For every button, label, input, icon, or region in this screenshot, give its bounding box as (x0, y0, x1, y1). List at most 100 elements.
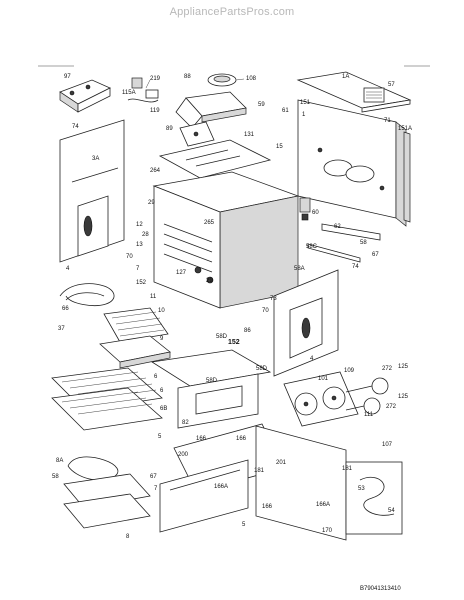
callout-264: 264 (150, 168, 161, 174)
callout-152b: 152 (228, 339, 240, 346)
callout-152a: 152 (136, 280, 147, 286)
callout-71: 71 (384, 118, 391, 124)
callout-74b: 74 (352, 264, 359, 270)
part-107-convection-assembly[interactable] (283, 371, 359, 427)
callout-166b: 166 (236, 436, 247, 442)
callout-272b: 272 (386, 404, 397, 410)
callout-166a2: 166A (214, 484, 228, 490)
callout-3a: 3A (92, 156, 99, 162)
callout-58c: 58C (306, 244, 318, 250)
callout-119: 119 (150, 108, 160, 114)
callout-58: 58 (360, 240, 367, 246)
part-181-kick-panel[interactable] (159, 459, 249, 533)
part-10-broil-pan-insert[interactable] (103, 307, 169, 343)
callout-70a: 70 (126, 254, 133, 260)
callout-272a: 272 (382, 366, 393, 372)
callout-58d-1: 58D (216, 334, 228, 340)
callout-89: 89 (166, 126, 173, 132)
callout-53: 53 (358, 486, 365, 492)
callout-201: 201 (276, 460, 287, 466)
diagram-code: B79041313410 (360, 586, 401, 592)
callout-125b: 125 (398, 394, 409, 400)
part-131-top-panel[interactable] (158, 139, 272, 179)
callout-86: 86 (244, 328, 251, 334)
part-82-warming-drawer[interactable] (150, 349, 272, 429)
part-58c-rail[interactable] (307, 223, 381, 263)
callout-181b: 181 (342, 466, 353, 472)
callout-8b: 8 (126, 534, 130, 540)
part-89-bracket[interactable] (179, 121, 215, 147)
part-151a-strip[interactable] (403, 131, 411, 223)
part-71-control-panel[interactable] (297, 99, 407, 227)
callout-4a: 4 (66, 266, 70, 272)
callout-101: 101 (318, 376, 329, 382)
callout-125a: 125 (398, 364, 409, 370)
callout-60: 60 (312, 210, 319, 216)
callout-97: 97 (64, 74, 71, 80)
part-109-fan-motor[interactable] (345, 377, 389, 415)
callout-74a: 74 (72, 124, 79, 130)
callout-29: 29 (148, 200, 155, 206)
callout-67: 67 (372, 252, 379, 258)
callout-37: 37 (58, 326, 65, 332)
callout-107: 107 (382, 442, 393, 448)
callout-166a3: 166A (316, 502, 330, 508)
callout-66: 66 (62, 306, 69, 312)
callout-170: 170 (322, 528, 333, 534)
callout-166c: 166 (262, 504, 273, 510)
callout-6b-label: 6B (160, 406, 167, 412)
callout-5b: 5 (242, 522, 246, 528)
callout-5: 5 (158, 434, 162, 440)
part-108-convection-fan[interactable] (207, 73, 245, 87)
callout-70b: 70 (262, 308, 269, 314)
part-3a-side-panel[interactable] (59, 119, 125, 263)
callout-6a: 6 (154, 374, 158, 380)
part-70-door-panel[interactable] (273, 269, 339, 377)
callout-4b: 4 (310, 356, 314, 362)
callout-58d-2: 58D (206, 378, 218, 384)
callout-12: 12 (136, 222, 143, 228)
callout-67b: 67 (150, 474, 157, 480)
callout-58a: 58A (294, 266, 305, 272)
callout-131: 131 (244, 132, 255, 138)
callout-151: 151 (300, 100, 311, 106)
callout-151a: 151A (398, 126, 412, 132)
part-57-vent-grille[interactable] (363, 87, 385, 103)
callout-108: 108 (246, 76, 257, 82)
callout-1: 1 (302, 112, 306, 118)
callout-8a: 8A (56, 458, 63, 464)
part-9-broil-pan[interactable] (99, 335, 171, 369)
callout-88: 88 (184, 74, 191, 80)
part-97-bracket[interactable] (59, 79, 111, 113)
part-60-bracket[interactable] (299, 197, 311, 221)
callout-115a: 115A (122, 90, 136, 96)
callout-15: 15 (276, 144, 283, 150)
callout-58b: 58 (52, 474, 59, 480)
part-66-broil-element[interactable] (59, 283, 115, 306)
callout-7: 7 (136, 266, 140, 272)
callout-265: 265 (204, 220, 215, 226)
callout-200: 200 (178, 452, 189, 458)
callout-11: 11 (150, 294, 157, 300)
part-8a-bake-element[interactable] (63, 456, 151, 529)
callout-57: 57 (388, 82, 395, 88)
callout-58d-3: 58D (256, 366, 268, 372)
callout-9: 9 (160, 336, 164, 342)
callout-6b: 6 (160, 388, 164, 394)
callout-166a: 166 (196, 436, 207, 442)
callout-111: 111 (364, 412, 374, 418)
callout-59: 59 (258, 102, 265, 108)
callout-219: 219 (150, 76, 161, 82)
callout-62: 62 (334, 224, 341, 230)
oven-cavity[interactable] (152, 171, 300, 309)
part-219-switch[interactable] (127, 77, 159, 103)
callout-73: 73 (270, 296, 277, 302)
callout-82: 82 (182, 420, 189, 426)
part-6-oven-racks[interactable] (51, 367, 163, 431)
watermark: AppliancePartsPros.com (169, 6, 295, 18)
part-53-wire-harness[interactable] (345, 461, 403, 535)
callout-54: 54 (388, 508, 395, 514)
callout-29b: 29 (206, 278, 213, 284)
part-88-duct[interactable] (175, 91, 247, 129)
